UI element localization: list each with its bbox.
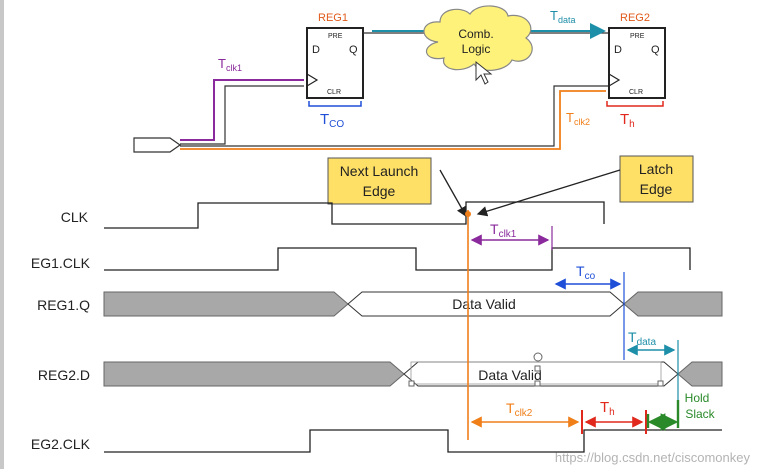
latch-line1: Latch — [639, 161, 673, 177]
cloud-line2: Logic — [462, 42, 491, 56]
reg1q-valid-label: Data Valid — [452, 296, 516, 312]
reg2-q: Q — [651, 44, 660, 56]
selection-handle — [408, 380, 415, 387]
reg1-pre: PRE — [328, 33, 343, 40]
reg1-d: D — [312, 44, 320, 56]
clk-wire-reg1 — [180, 85, 304, 145]
rotate-handle — [533, 352, 543, 362]
tclk1-label: Tclk1 — [218, 56, 242, 73]
watermark: https://blog.csdn.net/ciscomonkey — [555, 450, 751, 465]
reg1q-invalid-right — [623, 291, 723, 317]
reg1-clr: CLR — [327, 89, 341, 96]
tco-label: TCO — [320, 111, 344, 130]
th-bracket — [606, 101, 664, 107]
signal-label-reg2d: REG2.D — [38, 367, 90, 383]
reg1-q: Q — [349, 44, 358, 56]
tdata-timing-label: Tdata — [628, 329, 656, 348]
reg2-pre: PRE — [630, 33, 645, 40]
latch-pointer — [476, 169, 621, 217]
tclk2-label: Tclk2 — [566, 110, 590, 127]
reg2-clock-triangle — [608, 72, 621, 88]
hold-slack-line1: Hold — [685, 391, 710, 405]
mouse-cursor-icon — [475, 60, 493, 85]
th-label: Th — [620, 111, 635, 130]
tclk1-timing-label: Tclk1 — [490, 221, 517, 240]
reg2clk-waveform — [104, 429, 722, 453]
hold-slack-line2: Slack — [685, 407, 715, 421]
left-border — [0, 0, 4, 469]
tclk2-timing-label: Tclk2 — [506, 400, 533, 419]
reg1clk-waveform — [104, 247, 691, 271]
next-launch-callout — [327, 157, 432, 205]
signal-label-reg1q: REG1.Q — [37, 297, 90, 313]
launch-edge-dot — [465, 211, 471, 217]
next-launch-pointer — [439, 169, 467, 218]
selection-handle — [534, 380, 541, 387]
comb-logic-cloud — [423, 5, 533, 71]
reg1q-invalid-left — [103, 291, 349, 317]
reg2-d: D — [614, 44, 622, 56]
selection-handle — [657, 380, 664, 387]
signal-label-clk: CLK — [61, 209, 89, 225]
reg2d-valid-label: Data Valid — [478, 367, 542, 383]
tclk2-path — [180, 90, 606, 150]
reg2-box — [608, 27, 666, 99]
cloud-line1: Comb. — [458, 27, 493, 41]
th-timing-label: Th — [600, 399, 615, 418]
reg1-clock-triangle — [306, 72, 319, 88]
tco-timing-label: Tco — [576, 263, 596, 282]
clk-waveform — [104, 201, 605, 229]
reg2d-invalid-right — [677, 361, 723, 387]
selection-handle — [534, 365, 541, 372]
next-launch-line1: Next Launch — [340, 163, 419, 179]
reg1-box — [306, 27, 364, 99]
clk-wire-reg2 — [180, 85, 608, 147]
reg1-title: REG1 — [318, 12, 348, 24]
reg2-clr: CLR — [629, 89, 643, 96]
signal-label-reg2clk: EG2.CLK — [31, 436, 91, 452]
reg2-title: REG2 — [620, 12, 650, 24]
reg2d-invalid-left — [103, 361, 405, 387]
input-buffer — [133, 137, 182, 153]
tdata-label: Tdata — [550, 8, 575, 25]
latch-line2: Edge — [640, 181, 673, 197]
tclk1-path — [180, 79, 304, 141]
signal-label-reg1clk: EG1.CLK — [31, 255, 91, 271]
tco-bracket — [308, 101, 362, 107]
latch-callout — [619, 155, 694, 203]
next-launch-line2: Edge — [363, 183, 396, 199]
